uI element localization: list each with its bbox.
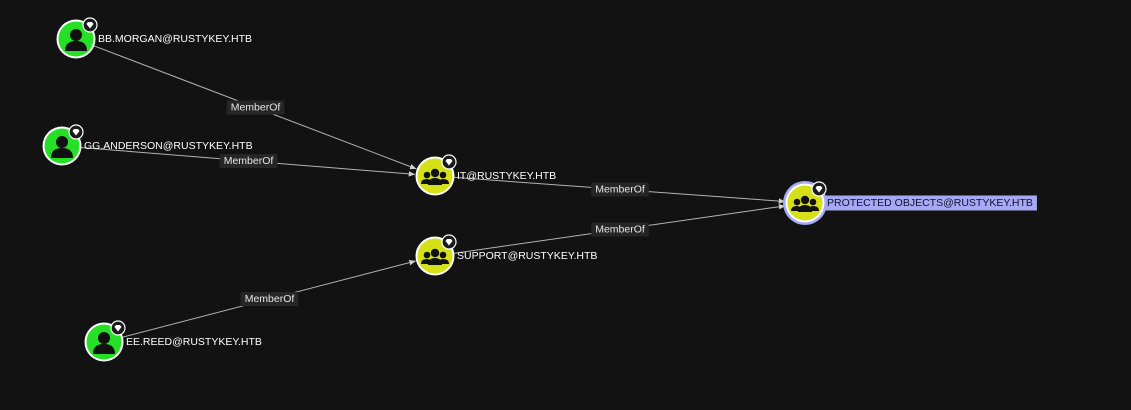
- edge-label: MemberOf: [595, 184, 645, 196]
- edge-label: MemberOf: [231, 102, 281, 114]
- user-icon: [51, 136, 73, 158]
- selected-label-background: [825, 195, 1037, 211]
- node-label: IT@RUSTYKEY.HTB: [457, 170, 556, 182]
- edge-label-background: [591, 182, 649, 197]
- edge-memberof[interactable]: MemberOf: [79, 146, 416, 177]
- node-eereed[interactable]: EE.REED@RUSTYKEY.HTB: [84, 320, 262, 362]
- group-icon: [421, 248, 449, 265]
- node-label: PROTECTED OBJECTS@RUSTYKEY.HTB: [827, 197, 1033, 209]
- edge-memberof[interactable]: MemberOf: [121, 259, 416, 338]
- edge-label-background: [591, 222, 649, 237]
- edge-label-background: [219, 154, 278, 168]
- gem-icon: [441, 154, 457, 170]
- edge-label: MemberOf: [224, 155, 274, 167]
- node-label: GG.ANDERSON@RUSTYKEY.HTB: [84, 140, 253, 152]
- nodes-layer: BB.MORGAN@RUSTYKEY.HTB GG.ANDERSON@RUSTYK…: [42, 17, 1037, 362]
- node-protected[interactable]: PROTECTED OBJECTS@RUSTYKEY.HTB: [783, 181, 1037, 225]
- gem-icon: [82, 17, 98, 33]
- gem-icon: [110, 320, 126, 336]
- gem-icon: [441, 234, 457, 250]
- node-bbmorgan[interactable]: BB.MORGAN@RUSTYKEY.HTB: [56, 17, 253, 59]
- group-icon: [791, 195, 819, 212]
- gem-icon: [68, 124, 84, 140]
- node-label: EE.REED@RUSTYKEY.HTB: [126, 336, 262, 348]
- edge-memberof[interactable]: MemberOf: [452, 203, 786, 254]
- gem-icon: [811, 181, 827, 197]
- edge-memberof[interactable]: MemberOf: [452, 176, 786, 204]
- edge-label-background: [240, 292, 299, 306]
- user-icon: [65, 29, 87, 51]
- node-gganderson[interactable]: GG.ANDERSON@RUSTYKEY.HTB: [42, 124, 253, 166]
- edge-memberof[interactable]: MemberOf: [92, 44, 417, 170]
- user-icon: [93, 332, 115, 354]
- node-it[interactable]: IT@RUSTYKEY.HTB: [415, 154, 557, 196]
- group-icon: [421, 168, 449, 185]
- edge-label: MemberOf: [245, 293, 295, 305]
- node-support[interactable]: SUPPORT@RUSTYKEY.HTB: [415, 234, 598, 276]
- edge-label: MemberOf: [595, 224, 645, 236]
- node-label: BB.MORGAN@RUSTYKEY.HTB: [98, 33, 252, 45]
- node-label: SUPPORT@RUSTYKEY.HTB: [457, 250, 597, 262]
- edge-label-background: [226, 100, 285, 115]
